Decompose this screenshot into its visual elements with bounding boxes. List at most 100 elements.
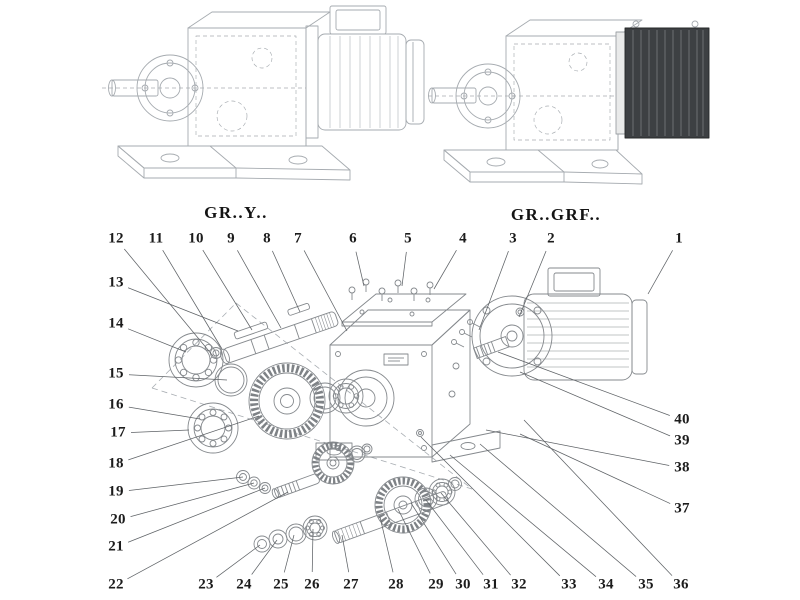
part-number-28: 28 (388, 576, 404, 593)
part-number-23: 23 (198, 576, 214, 593)
part-number-17: 17 (110, 424, 126, 441)
part-number-9: 9 (227, 230, 235, 247)
gear-large (248, 362, 326, 440)
part-number-30: 30 (455, 576, 471, 593)
leader-line-7 (303, 250, 348, 332)
leader-line-35 (479, 443, 637, 577)
gearmotor-illustration-right (428, 19, 710, 185)
variant-label-gr-y: GR..Y.. (204, 203, 268, 222)
part-number-40: 40 (674, 411, 690, 428)
leader-line-25 (283, 534, 295, 573)
leader-line-27 (341, 534, 350, 573)
shaft-key (233, 321, 269, 340)
motor-pinion (473, 336, 510, 359)
part-number-10: 10 (188, 230, 204, 247)
input-shaft-assembly (210, 303, 339, 365)
part-number-5: 5 (404, 230, 412, 247)
leader-line-16 (128, 406, 201, 420)
part-number-2: 2 (547, 230, 555, 247)
leader-line-40 (497, 351, 670, 416)
leader-line-33 (420, 436, 561, 577)
part-number-7: 7 (294, 230, 302, 247)
leader-line-26 (311, 528, 314, 573)
part-number-19: 19 (108, 483, 124, 500)
part-number-21: 21 (108, 538, 124, 555)
leader-line-11 (162, 249, 223, 350)
part-number-26: 26 (304, 576, 320, 593)
gear-intermediate (311, 441, 373, 485)
part-number-24: 24 (236, 576, 252, 593)
part-number-29: 29 (428, 576, 444, 593)
part-number-39: 39 (674, 432, 690, 449)
leader-line-19 (128, 476, 244, 491)
bearing-medium (187, 402, 239, 454)
part-number-13: 13 (108, 274, 124, 291)
leader-line-15 (128, 374, 228, 381)
part-number-20: 20 (110, 511, 126, 528)
part-number-32: 32 (511, 576, 527, 593)
leader-line-23 (216, 544, 261, 578)
part-number-1: 1 (675, 230, 683, 247)
part-number-14: 14 (108, 315, 124, 332)
leader-line-22 (127, 491, 289, 580)
leader-line-2 (518, 250, 547, 318)
leader-line-30 (410, 502, 457, 575)
part-number-3: 3 (509, 230, 517, 247)
part-number-12: 12 (108, 230, 124, 247)
leader-line-31 (425, 499, 484, 575)
part-number-37: 37 (674, 500, 690, 517)
leader-line-20 (130, 482, 255, 517)
part-number-27: 27 (343, 576, 359, 593)
part-number-15: 15 (108, 365, 124, 382)
leader-line-8 (272, 250, 301, 313)
variant-label-gr-grf: GR..GRF.. (510, 205, 602, 224)
leader-line-32 (440, 492, 511, 576)
leader-line-13 (127, 287, 239, 332)
leader-line-34 (449, 454, 597, 577)
motor-bolts (451, 319, 481, 348)
leader-line-36 (523, 419, 673, 576)
cover-screws (348, 278, 434, 301)
leader-line-14 (127, 328, 187, 353)
part-number-4: 4 (459, 230, 467, 247)
leader-line-28 (379, 516, 394, 573)
part-number-16: 16 (108, 396, 124, 413)
leader-line-4 (433, 250, 457, 290)
part-number-8: 8 (263, 230, 271, 247)
motor (451, 267, 648, 381)
leader-lines (124, 248, 673, 580)
leader-line-17 (130, 429, 190, 433)
leader-line-39 (519, 371, 671, 437)
housing-cover-plate (341, 293, 467, 327)
part-number-38: 38 (674, 459, 690, 476)
leader-line-3 (478, 251, 509, 331)
part-number-11: 11 (148, 230, 164, 247)
leader-line-37 (519, 433, 671, 504)
output-shaft-assembly (253, 476, 462, 553)
part-number-18: 18 (108, 455, 124, 472)
part-number-33: 33 (561, 576, 577, 593)
part-number-25: 25 (273, 576, 289, 593)
exploded-view (151, 267, 648, 553)
leader-line-9 (237, 250, 282, 329)
bearing-output (428, 478, 456, 506)
dark-motor-block (615, 20, 710, 139)
leader-line-10 (202, 249, 253, 331)
leader-line-6 (355, 251, 365, 287)
retaining-ring (214, 363, 248, 397)
part-number-31: 31 (483, 576, 499, 593)
part-number-6: 6 (349, 230, 357, 247)
part-number-34: 34 (598, 576, 614, 593)
leader-line-29 (397, 508, 431, 574)
leader-line-1 (647, 250, 673, 295)
leader-line-21 (127, 487, 266, 543)
part-number-22: 22 (108, 576, 124, 593)
bearing-large (168, 332, 224, 388)
leader-line-12 (124, 248, 214, 357)
bearing-small (328, 378, 364, 414)
pinion-shaft (236, 470, 320, 499)
gear-output (374, 476, 432, 534)
leader-line-18 (128, 415, 260, 461)
